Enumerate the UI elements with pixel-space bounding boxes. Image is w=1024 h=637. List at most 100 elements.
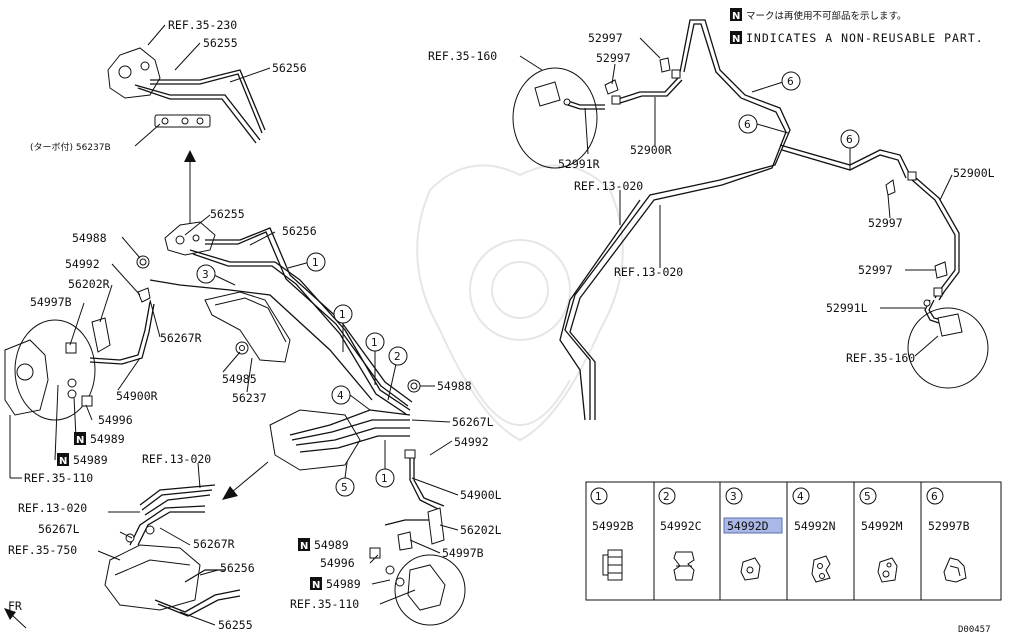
svg-text:54992C: 54992C: [660, 519, 702, 533]
svg-text:マークは再使用不可部品を示します。: マークは再使用不可部品を示します。: [746, 10, 907, 22]
part-52997-d-label: 52997: [858, 263, 893, 277]
part-52991l-label: 52991L: [826, 301, 868, 315]
ref-13-020-d-label: REF.13-020: [614, 265, 683, 279]
part-54989-b-label: 54989: [73, 453, 108, 467]
part-56256-mid-label: 56256: [282, 224, 317, 238]
legend-item-4[interactable]: 4 54992N: [792, 487, 836, 583]
svg-text:52997B: 52997B: [928, 519, 970, 533]
clip-52997b-icon: [943, 557, 967, 583]
svg-text:4: 4: [337, 390, 344, 402]
svg-text:3: 3: [730, 491, 737, 503]
svg-text:5: 5: [864, 491, 871, 503]
callout-6-b: 6: [738, 114, 789, 134]
clip-legend-table: 1 54992B 2 54992C 3 54992D: [585, 481, 1002, 601]
part-54989-a-label: 54989: [90, 432, 125, 446]
svg-text:4: 4: [797, 491, 804, 503]
part-52900l-label: 52900L: [953, 166, 995, 180]
callout-1-low: 1: [375, 440, 395, 488]
part-54996-b-label: 54996: [320, 556, 355, 570]
part-56202r-label: 56202R: [68, 277, 110, 291]
callout-1-upper: 1: [287, 252, 326, 272]
ref-35-160-b-label: REF.35-160: [846, 351, 915, 365]
clip-54992m-icon: [877, 557, 898, 583]
callout-1-mid: 1: [333, 304, 353, 352]
svg-text:54992B: 54992B: [592, 519, 634, 533]
legend-item-2[interactable]: 2 54992C: [658, 487, 702, 581]
part-56267r-b-label: 56267R: [193, 537, 235, 551]
callout-4: 4: [331, 385, 371, 411]
svg-text:6: 6: [931, 491, 938, 503]
abs-block-center: [269, 409, 411, 471]
part-54989-d-label: 54989: [326, 577, 361, 591]
rear-brake-lines: [512, 19, 989, 421]
part-56255-mid-label: 56255: [210, 207, 245, 221]
legend-item-3[interactable]: 3 54992D: [723, 487, 783, 581]
callout-6-c: 6: [840, 129, 860, 170]
legend-item-1[interactable]: 1 54992B: [590, 487, 634, 581]
part-54985-label: 54985: [222, 372, 257, 386]
svg-text:N: N: [76, 435, 84, 446]
svg-text:54992D: 54992D: [727, 519, 769, 533]
ref-35-160-a-label: REF.35-160: [428, 49, 497, 63]
watermark-logo: [416, 164, 624, 442]
clip-54992c-icon: [673, 551, 695, 581]
part-56237-label: 56237: [232, 391, 267, 405]
svg-text:3: 3: [202, 269, 209, 281]
part-52997-b-label: 52997: [596, 51, 631, 65]
ref-13-020-c-label: REF.13-020: [574, 179, 643, 193]
part-54992-b-label: 54992: [454, 435, 489, 449]
part-56255-top-label: 56255: [203, 36, 238, 50]
svg-text:1: 1: [371, 337, 378, 349]
part-54988-a-label: 54988: [72, 231, 107, 245]
callout-6-a: 6: [751, 71, 801, 93]
part-56256-top-label: 56256: [272, 61, 307, 75]
clip-54992d-icon: [740, 557, 761, 581]
svg-text:5: 5: [341, 482, 348, 494]
legend-item-6[interactable]: 6 52997B: [926, 487, 970, 583]
part-54988-b-label: 54988: [437, 379, 472, 393]
part-52997-c-label: 52997: [868, 216, 903, 230]
legend-highlight: [723, 517, 783, 534]
part-54997b-a-label: 54997B: [30, 295, 72, 309]
top-inset-assembly: [107, 47, 266, 144]
svg-text:6: 6: [787, 76, 794, 88]
ref-35-750-label: REF.35-750: [8, 543, 77, 557]
clip-54992n-icon: [811, 555, 831, 583]
callout-1-mid2: 1: [365, 332, 385, 385]
part-54996-a-label: 54996: [98, 413, 133, 427]
part-56237b-label: (ターボ付) 56237B: [30, 142, 111, 153]
part-56256-bot-label: 56256: [220, 561, 255, 575]
ref-13-020-b-label: REF.13-020: [18, 501, 87, 515]
part-56267l-b-label: 56267L: [38, 522, 80, 536]
ref-35-110-a-label: REF.35-110: [24, 471, 93, 485]
svg-text:6: 6: [846, 134, 853, 146]
part-56202l-label: 56202L: [460, 523, 502, 537]
part-54900l-label: 54900L: [460, 488, 502, 502]
part-54989-c-label: 54989: [314, 538, 349, 552]
part-56267r-label: 56267R: [160, 331, 202, 345]
svg-text:N: N: [300, 541, 308, 552]
part-54900r-label: 54900R: [116, 389, 158, 403]
svg-text:FR: FR: [8, 599, 22, 613]
ref-35-110-b-label: REF.35-110: [290, 597, 359, 611]
svg-text:2: 2: [663, 491, 670, 503]
svg-text:54992M: 54992M: [861, 519, 903, 533]
ref-13-020-a-label: REF.13-020: [142, 452, 211, 466]
callout-2: 2: [387, 346, 408, 401]
part-52997-a-label: 52997: [588, 31, 623, 45]
legend-item-5[interactable]: 5 54992M: [859, 487, 903, 583]
center-assembly: [4, 221, 413, 421]
ref-35-230-label: REF.35-230: [168, 18, 237, 32]
svg-text:INDICATES A NON-REUSABLE PART.: INDICATES A NON-REUSABLE PART.: [746, 31, 984, 45]
front-direction-icon: FR: [4, 599, 27, 629]
svg-text:6: 6: [744, 119, 751, 131]
part-52900r-label: 52900R: [630, 143, 672, 157]
non-reusable-note: N マークは再使用不可部品を示します。 N INDICATES A NON-RE…: [730, 8, 984, 45]
arrow-up-icon: [184, 150, 196, 232]
svg-text:1: 1: [339, 309, 346, 321]
svg-text:54992N: 54992N: [794, 519, 836, 533]
document-code: D00457: [958, 625, 991, 635]
svg-text:N: N: [732, 11, 740, 22]
part-52991r-label: 52991R: [558, 157, 600, 171]
